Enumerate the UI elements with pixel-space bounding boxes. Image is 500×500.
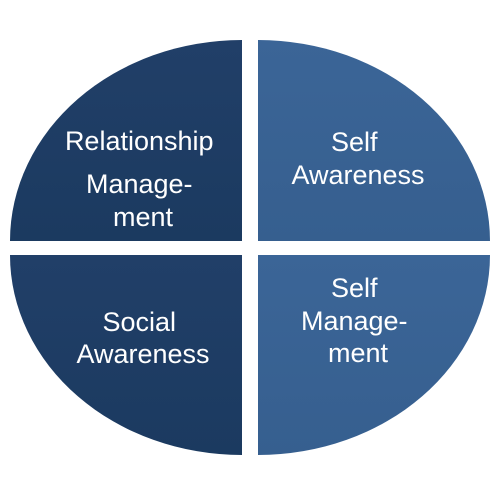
quadrant-label-self-management: Self Manage- ment	[301, 273, 415, 368]
label-line: Awareness	[76, 339, 209, 369]
label-line: ment	[113, 202, 174, 232]
label-line: Manage-	[301, 306, 408, 336]
quadrant-social-awareness	[10, 255, 242, 455]
quadrant-relationship-management	[10, 40, 242, 241]
label-line: Self	[331, 127, 378, 157]
label-line: Awareness	[291, 160, 424, 190]
label-line: ment	[328, 338, 389, 368]
quadrant-self-management	[258, 255, 490, 455]
label-line: Social	[102, 307, 176, 337]
quadrant-label-relationship-management: Relationship Manage- ment	[65, 126, 221, 232]
label-line: Relationship	[65, 126, 214, 156]
quadrant-label-social-awareness: Social Awareness	[76, 307, 209, 369]
label-line: Manage-	[86, 169, 193, 199]
label-line: Self	[331, 273, 378, 303]
quadrant-label-self-awareness: Self Awareness	[291, 127, 424, 190]
quadrant-self-awareness	[258, 40, 490, 241]
